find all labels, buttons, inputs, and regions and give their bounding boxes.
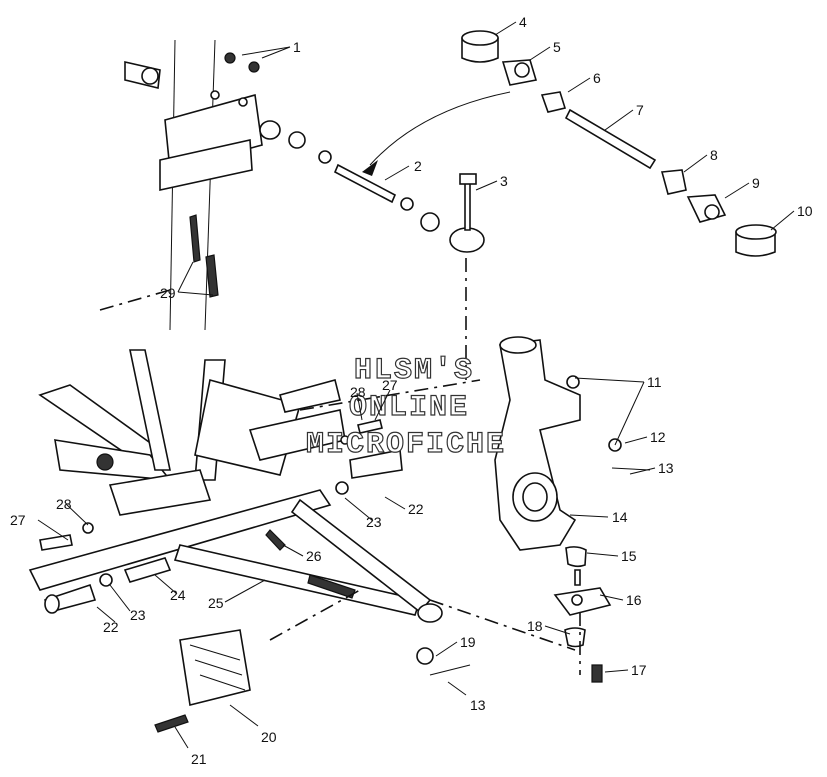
callout-26: 26 [306, 548, 322, 564]
callout-2: 2 [414, 158, 422, 174]
callout-8: 8 [710, 147, 718, 163]
callout-23-left: 23 [130, 607, 146, 623]
a-arm-assembly [28, 419, 443, 641]
frame-assembly [38, 349, 481, 516]
callout-11: 11 [647, 374, 662, 390]
callout-9: 9 [752, 175, 760, 191]
direction-arrow [369, 91, 511, 166]
callout-5: 5 [553, 39, 561, 55]
callout-13-upper: 13 [658, 460, 674, 476]
watermark-line-2: ONLINE [349, 391, 469, 425]
callout-28-left: 28 [56, 496, 72, 512]
tie-rod-center [259, 120, 485, 253]
callout-16: 16 [626, 592, 642, 608]
callout-27-left: 27 [10, 512, 26, 528]
callout-13-lower: 13 [470, 697, 486, 713]
lower-parts [154, 629, 471, 733]
callout-20: 20 [261, 729, 277, 745]
callout-14: 14 [612, 509, 628, 525]
watermark-line-3: MICROFICHE [306, 428, 506, 462]
callout-1: 1 [293, 39, 301, 55]
callout-19: 19 [460, 634, 476, 650]
callout-23-right: 23 [366, 514, 382, 530]
callout-28-upper: 28 [350, 384, 366, 400]
tie-rod-exploded [461, 30, 777, 257]
callout-4: 4 [519, 14, 527, 30]
callout-29: 29 [160, 285, 176, 301]
callout-22-right: 22 [408, 501, 424, 517]
callout-leaders [37, 21, 795, 749]
callout-22-left: 22 [103, 619, 119, 635]
callout-7: 7 [636, 102, 644, 118]
arrow-head-icon [362, 160, 378, 176]
callout-18: 18 [527, 618, 543, 634]
watermark-line-1: HLSM'S [354, 354, 474, 388]
callout-17: 17 [631, 662, 647, 678]
callout-6: 6 [593, 70, 601, 86]
steering-post-assembly [99, 39, 263, 331]
callout-21: 21 [191, 751, 207, 767]
callout-3: 3 [500, 173, 508, 189]
callout-27-upper: 27 [382, 377, 398, 393]
callout-24: 24 [170, 587, 186, 603]
steering-spindle [429, 336, 651, 683]
callout-12: 12 [650, 429, 666, 445]
callout-15: 15 [621, 548, 637, 564]
callout-25: 25 [208, 595, 224, 611]
callout-10: 10 [797, 203, 813, 219]
